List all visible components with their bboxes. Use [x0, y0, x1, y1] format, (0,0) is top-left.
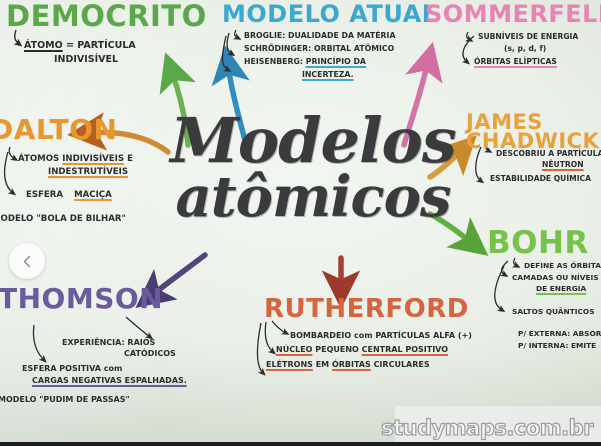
list-item: INDIVISÍVEL [54, 54, 119, 66]
list-item: ELÉTRONS EM ÓRBITAS CIRCULARES [266, 360, 472, 369]
node-chadwick-heading-line-2: CHADWICK [466, 129, 600, 153]
list-item: DEFINE AS ÓRBITAS [524, 261, 601, 270]
list-item: ESFERA POSITIVA com [22, 364, 123, 373]
node-modelo-atual: MODELO ATUAL [222, 2, 438, 26]
dalton-item-1-conj: E [127, 154, 133, 164]
ruth-item-2-value: CENTRAL POSITIVO [361, 345, 449, 355]
list-item: HEISENBERG: PRINCÍPIO DA [244, 57, 395, 66]
list-item: NÊUTRON [542, 159, 584, 169]
list-item: INDESTRUTÍVEIS [48, 167, 129, 178]
ruth-item-2-mid: PEQUENO [315, 345, 359, 355]
node-thomson: THOMSON [0, 285, 163, 313]
node-bohr-heading: BOHR [487, 225, 589, 261]
node-rutherford: RUTHERFORD [264, 296, 469, 322]
node-sommerfeld: SOMMERFELD [425, 2, 601, 26]
ruth-item-2-key: NÚCLEO [276, 345, 313, 355]
list-item: ESTABILIDADE QUÍMICA [490, 173, 591, 183]
title-line-2: atômicos [175, 164, 451, 231]
list-item: P/ INTERNA: EMITE [518, 340, 597, 350]
list-item: CAMADAS OU NÍVEIS [512, 272, 599, 282]
photo-bottom-border [0, 442, 601, 446]
atual-item-3-key: HEISENBERG: [244, 57, 304, 67]
list-item: (s, p, d, f) [504, 43, 547, 53]
ruth-item-3-tail: CIRCULARES [373, 359, 430, 369]
list-item: ESFERA MACIÇA [26, 190, 133, 200]
list-item: NÚCLEO PEQUENO CENTRAL POSITIVO [276, 345, 472, 354]
node-democrito-items: ÁTOMO = PARTÍCULA INDIVISÍVEL [24, 40, 136, 65]
node-chadwick-heading-line-1: JAMES [466, 110, 543, 134]
list-item: ÁTOMOS INDIVISÍVEIS E [18, 154, 133, 164]
list-item: SALTOS QUÂNTICOS [512, 307, 595, 317]
node-dalton: DALTON [0, 116, 117, 144]
list-item: DE ENERGIA [536, 284, 587, 294]
list-item: SUBNÍVEIS DE ENERGIA [478, 32, 579, 41]
list-item: MODELO "PUDIM DE PASSAS" [0, 394, 130, 404]
node-modelo-atual-items: BROGLIE: DUALIDADE DA MATÉRIA SCHRÖDINGE… [244, 31, 395, 79]
chevron-left-icon [23, 255, 30, 267]
node-sommerfeld-items: SUBNÍVEIS DE ENERGIA (s, p, d, f) ÓRBITA… [474, 32, 579, 67]
node-thomson-items: EXPERIÊNCIA: RAIOS CATÓDICOS [62, 338, 176, 359]
list-item: CATÓDICOS [124, 349, 176, 359]
node-thomson-heading: THOMSON [0, 282, 164, 315]
carousel-prev-button[interactable] [9, 243, 45, 279]
dalton-item-1-key: ÁTOMOS [18, 154, 60, 164]
democrito-item-1-value: = PARTÍCULA [66, 40, 136, 51]
title-line-1: Modelos [170, 104, 457, 177]
list-item: BOMBARDEIO com PARTÍCULAS ALFA (+) [290, 331, 472, 340]
ruth-item-3-key: ELÉTRONS [266, 359, 313, 369]
node-modelo-atual-heading: MODELO ATUAL [222, 0, 438, 28]
node-james-chadwick: JAMES CHADWICK [466, 112, 599, 152]
node-chadwick-items: DESCOBRIU A PARTÍCULA NÊUTRON ESTABILIDA… [490, 149, 601, 184]
list-item: P/ EXTERNA: ABSORVE [518, 328, 601, 338]
list-item: EXPERIÊNCIA: RAIOS [62, 338, 156, 347]
list-item: ÓRBITAS ELÍPTICAS [474, 56, 557, 66]
ruth-item-3-mid: EM [315, 359, 330, 369]
dalton-item-1-value: INDIVISÍVEIS [62, 154, 125, 164]
node-democrito: DEMOCRITO [6, 2, 207, 31]
list-item: MODELO "BOLA DE BILHAR" [0, 214, 126, 225]
node-rutherford-heading: RUTHERFORD [264, 294, 469, 324]
democrito-item-1-key: ÁTOMO [24, 40, 63, 51]
node-dalton-heading: DALTON [0, 113, 118, 146]
list-item: INCERTEZA. [302, 69, 354, 79]
page-title: Modelos atômicos [168, 104, 458, 231]
ruth-item-3-orbit: ÓRBITAS [331, 359, 371, 369]
node-thomson-items-2: ESFERA POSITIVA com CARGAS NEGATIVAS ESP… [0, 364, 187, 404]
list-item: ÁTOMO = PARTÍCULA [24, 40, 136, 51]
list-item: SCHRÖDINGER: ORBITAL ATÔMICO [244, 44, 395, 54]
atual-item-3-value: PRINCÍPIO DA [305, 57, 366, 67]
node-sommerfeld-heading: SOMMERFELD [425, 0, 601, 28]
node-democrito-heading: DEMOCRITO [6, 0, 207, 33]
watermark-backdrop [395, 406, 601, 446]
dalton-item-3-key: ESFERA [26, 190, 64, 201]
list-item: CARGAS NEGATIVAS ESPALHADAS. [32, 376, 187, 386]
node-bohr: BOHR [487, 228, 589, 259]
dalton-item-3-value: MACIÇA [74, 190, 112, 201]
node-rutherford-items: BOMBARDEIO com PARTÍCULAS ALFA (+) NÚCLE… [266, 331, 472, 369]
list-item: DESCOBRIU A PARTÍCULA [496, 149, 601, 158]
list-item: BROGLIE: DUALIDADE DA MATÉRIA [244, 31, 396, 40]
node-dalton-items: ÁTOMOS INDIVISÍVEIS E INDESTRUTÍVEIS ESF… [0, 154, 133, 225]
node-bohr-items: DEFINE AS ÓRBITAS CAMADAS OU NÍVEIS DE E… [512, 261, 601, 350]
watermark: studymaps.com.br [380, 415, 594, 440]
